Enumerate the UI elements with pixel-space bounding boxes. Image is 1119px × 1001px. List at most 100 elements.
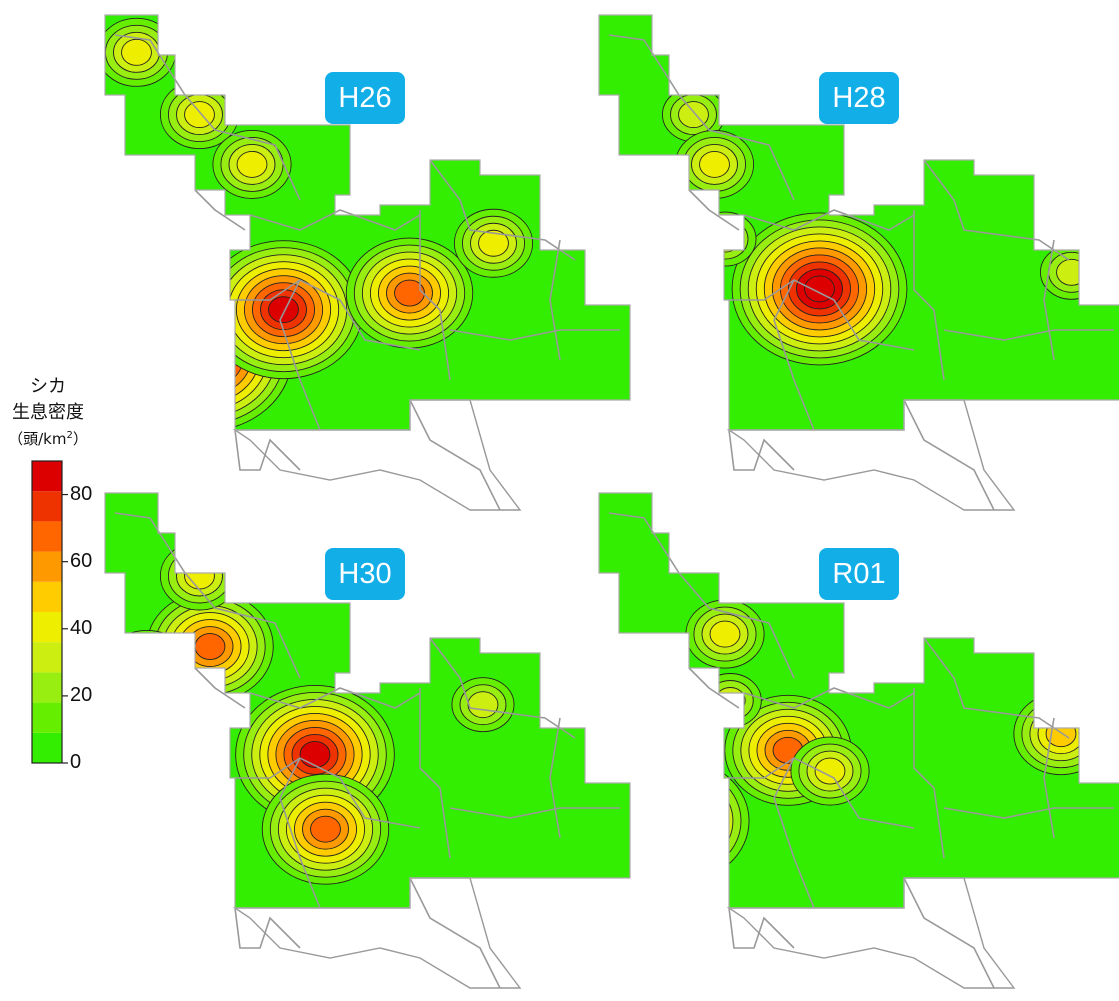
area-outline	[104, 492, 631, 909]
municipal-border	[943, 807, 1114, 819]
density-contour	[173, 327, 237, 383]
survey-area	[105, 493, 630, 908]
density-contour	[478, 229, 509, 257]
legend-unit: （頭/km2）	[0, 428, 96, 449]
municipal-border	[194, 667, 246, 709]
density-contour	[236, 150, 268, 178]
municipal-border	[114, 34, 301, 201]
year-badge-h26: H26	[325, 72, 405, 124]
legend-color-step	[32, 612, 62, 643]
density-contour	[121, 38, 152, 66]
municipal-border	[234, 429, 301, 471]
legend-color-step	[32, 491, 62, 522]
municipal-border	[773, 757, 815, 909]
density-contour	[630, 779, 726, 863]
legend-title-species: シカ	[30, 376, 66, 397]
legend-unit-prefix: （頭/km	[8, 430, 67, 448]
legend-unit-sup: 2	[66, 430, 73, 441]
density-contour	[614, 765, 742, 877]
area-outline	[598, 492, 1119, 909]
municipal-border	[913, 210, 945, 381]
legend-tick-label: 60	[70, 549, 93, 572]
municipal-border	[234, 907, 301, 949]
year-badge-h28: H28	[819, 72, 899, 124]
density-contour	[209, 493, 337, 590]
legend-color-step	[32, 672, 62, 703]
legend-color-step	[32, 581, 62, 612]
density-contour	[189, 341, 221, 369]
density-contour	[241, 507, 305, 562]
municipal-border	[235, 757, 421, 829]
municipal-border	[249, 687, 421, 709]
municipal-border	[943, 329, 1114, 341]
legend-color-step	[32, 521, 62, 552]
municipal-border	[449, 329, 620, 341]
municipal-border	[688, 189, 740, 231]
legend-tick-label: 80	[70, 482, 93, 505]
municipal-border	[773, 279, 815, 431]
density-contour	[1056, 258, 1087, 286]
density-contour	[257, 521, 289, 548]
municipal-border	[728, 907, 795, 949]
density-contour	[310, 815, 341, 843]
municipal-border	[923, 159, 1070, 261]
density-contour	[714, 687, 746, 714]
density-contour	[184, 562, 215, 590]
density-contour	[225, 493, 321, 576]
municipal-border	[729, 757, 915, 829]
municipal-border	[729, 279, 915, 351]
density-contour	[709, 225, 741, 253]
legend-tick-label: 40	[70, 616, 93, 639]
density-contour	[646, 793, 710, 849]
density-contour	[107, 636, 187, 706]
municipal-border	[743, 209, 915, 231]
density-contour	[814, 757, 846, 785]
density-contour	[804, 275, 835, 303]
legend-tick-label: 20	[70, 683, 93, 706]
density-contour	[699, 150, 730, 178]
density-contour	[701, 218, 749, 260]
area-outline	[104, 14, 631, 431]
legend-bar-frame	[31, 460, 63, 764]
municipal-border	[1043, 717, 1055, 839]
municipal-border	[419, 688, 451, 859]
municipal-border	[279, 757, 321, 909]
density-contour	[217, 493, 329, 583]
legend-color-step	[32, 732, 62, 763]
year-badge-h30: H30	[325, 548, 405, 600]
density-contour	[662, 807, 694, 835]
density-contour	[115, 643, 179, 699]
municipal-border	[194, 189, 246, 231]
density-contour	[299, 741, 331, 768]
municipal-border	[743, 687, 915, 709]
municipal-border	[608, 34, 795, 201]
map-panel-h28	[598, 14, 1119, 511]
municipal-border	[409, 877, 501, 989]
density-contour	[394, 279, 425, 307]
density-contour	[181, 334, 229, 376]
density-contour	[105, 629, 195, 713]
density-contour	[268, 296, 299, 324]
municipal-border	[903, 877, 995, 989]
density-contour	[131, 657, 163, 685]
density-contour	[165, 320, 245, 390]
municipal-border	[279, 279, 321, 431]
legend-color-step	[32, 551, 62, 582]
municipal-border	[429, 159, 576, 261]
municipal-border	[923, 637, 1070, 739]
municipal-border	[419, 210, 451, 381]
density-contour	[123, 650, 171, 692]
density-contour	[654, 800, 702, 842]
municipal-border	[1043, 239, 1055, 361]
municipal-border	[429, 637, 576, 739]
legend-color-step	[32, 461, 62, 492]
legend-color-step	[32, 702, 62, 733]
municipal-border	[913, 688, 945, 859]
density-contour	[249, 514, 297, 555]
density-contour	[706, 680, 754, 721]
municipal-border	[903, 399, 995, 511]
density-contour	[194, 633, 226, 661]
legend-title-density: 生息密度	[12, 402, 84, 423]
